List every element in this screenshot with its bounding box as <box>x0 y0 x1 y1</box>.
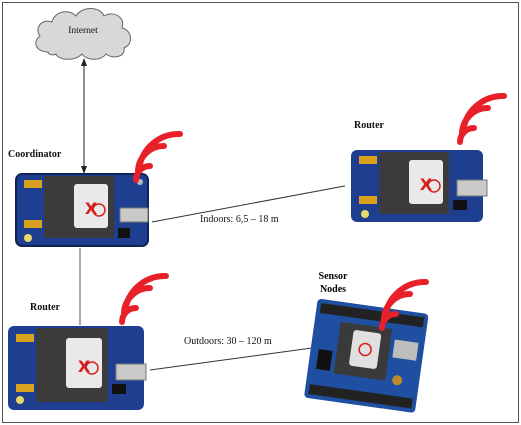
wireless-signal-icon <box>119 272 169 325</box>
sensor-nodes-label: Sensor Nodes <box>312 270 354 296</box>
router-right-xbee-board-icon: X <box>345 140 493 228</box>
indoors-range-label: Indoors: 6,5 – 18 m <box>200 214 279 225</box>
coordinator-label: Coordinator <box>8 149 62 160</box>
router-bottom-label: Router <box>30 302 60 313</box>
wireless-signal-icon <box>379 278 429 331</box>
router-bottom-xbee-board-icon: X <box>8 326 147 410</box>
coordinator-xbee-board-icon: X <box>15 173 149 247</box>
outdoors-range-label: Outdoors: 30 – 120 m <box>184 336 272 347</box>
link-outdoors <box>149 347 313 371</box>
internet-label: Internet <box>68 26 98 36</box>
sensor-label-line2: Nodes <box>319 284 347 295</box>
sensor-label-line1: Sensor <box>318 271 348 282</box>
router-right-label: Router <box>354 120 384 131</box>
arrow-up-icon <box>81 58 87 66</box>
internet-cloud-icon <box>35 8 131 60</box>
arrow-down-icon <box>81 166 87 174</box>
wireless-signal-icon <box>457 92 507 145</box>
wireless-signal-icon <box>133 130 183 183</box>
link-indoors <box>151 184 351 223</box>
sensor-node-arduino-icon <box>304 298 429 413</box>
